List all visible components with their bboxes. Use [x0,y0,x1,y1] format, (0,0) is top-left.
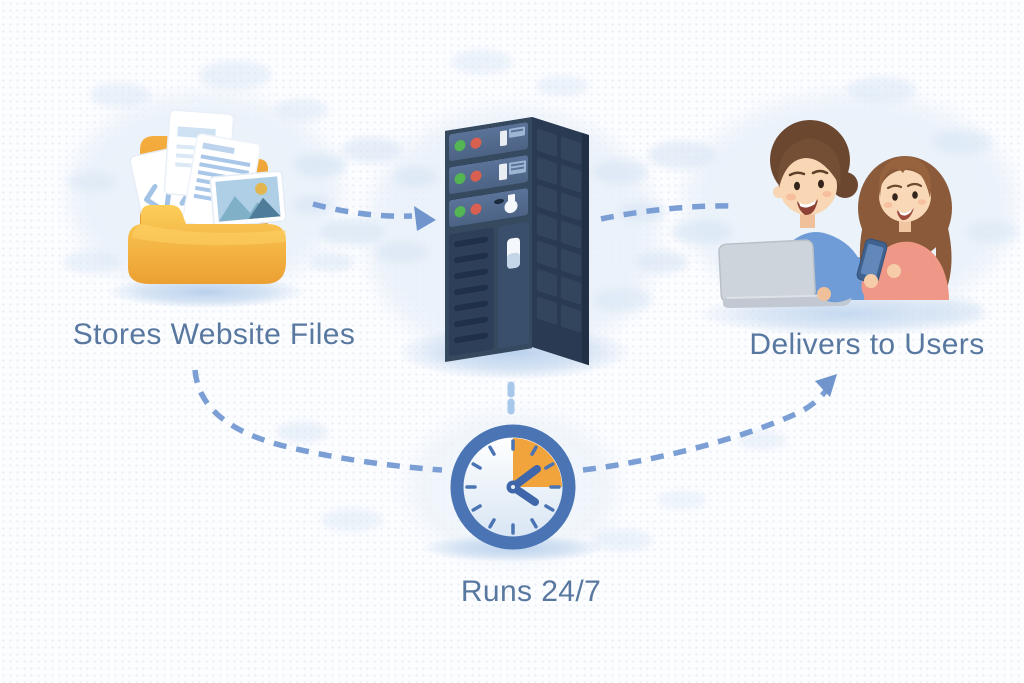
girl-eye [912,191,918,199]
server-front-face [445,117,532,362]
boy-eye [794,181,800,191]
clock-ticks [465,439,561,535]
users-with-devices-icon [718,120,952,308]
boy-ear [773,186,785,198]
connectors [192,201,831,473]
led-green [454,206,466,218]
boy-hand [817,287,831,301]
girl-eye [892,193,898,201]
girl-hand [864,274,878,288]
boy-blush [786,193,796,201]
arrow-folder-to-server [312,201,413,219]
laptop-icon [718,239,852,308]
laptop-screen [718,239,816,303]
server-switch-door [498,222,529,349]
label-stores-website-files: Stores Website Files [72,318,356,351]
girl-blush [883,202,893,208]
server-bay-1 [449,122,528,161]
led-red [470,203,482,215]
curve-folder-to-clock [192,369,443,473]
folder-with-files-icon [128,109,287,284]
led-green [454,173,466,185]
server-bay-3 [449,188,528,227]
arrowheads [414,206,837,397]
clock-ring [450,424,576,550]
clock-icon [450,424,576,550]
power-bulb [504,199,518,214]
girl-hair-front [879,156,931,198]
boy-eye [818,179,824,189]
curve-clock-to-users [582,386,831,473]
photo-file [209,170,287,228]
server-tower-icon [445,117,589,366]
led-red [470,137,482,149]
led-green [454,140,466,152]
label-delivers-to-users: Delivers to Users [749,328,985,361]
girl-blush [918,199,926,205]
line-server-to-users [600,203,738,222]
girl-face [879,170,931,222]
folder-front-highlight [132,224,286,246]
label-runs-24-7: Runs 24/7 [460,575,602,608]
girl-arm [894,261,940,286]
boy-hair-front [778,138,841,188]
server-side-face [532,117,589,366]
smartphone-icon [856,238,888,284]
arrowhead-to-users [815,374,837,397]
server-bay-2 [449,155,528,194]
led-red [470,170,482,182]
server-vent-door [449,227,494,356]
cloud-blobs [64,50,1018,551]
girl-user [856,156,952,300]
girl-hand [887,264,901,278]
folder-front [128,205,286,284]
arrowhead-to-server [414,206,436,231]
boy-blush [822,191,832,197]
